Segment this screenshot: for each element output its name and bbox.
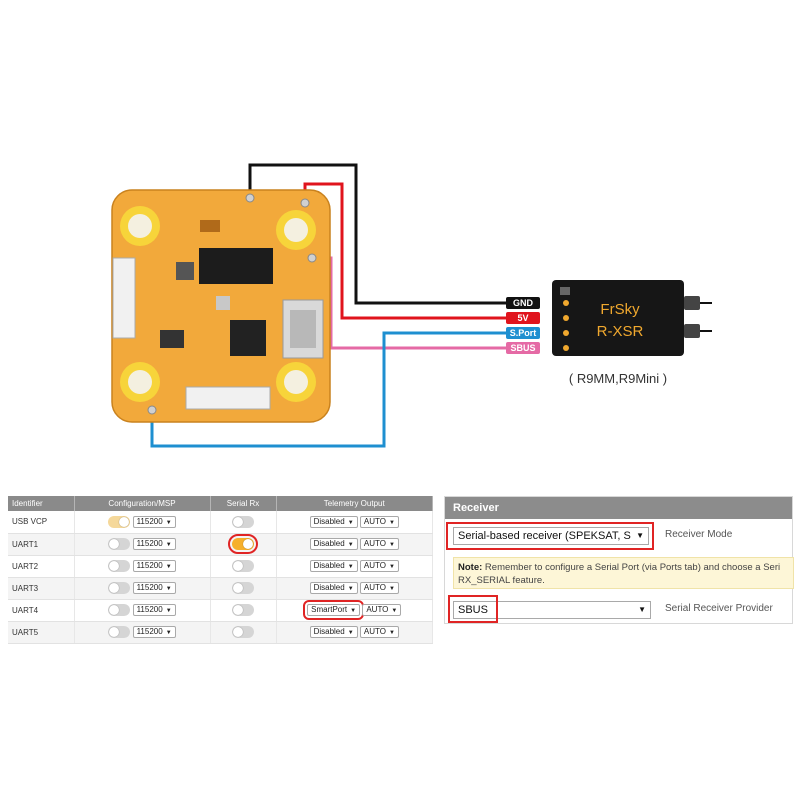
- receiver-brand: FrSky: [600, 301, 640, 318]
- receiver-mode-row: Serial-based receiver (SPEKSAT, S▼ Recei…: [445, 527, 792, 549]
- msp-baud-select[interactable]: 115200▼: [132, 626, 176, 638]
- port-row-uart1: UART1 115200▼ Disabled▼ AUTO▼: [8, 533, 433, 556]
- msp-baud-select[interactable]: 115200▼: [132, 582, 176, 594]
- highlight-box-provider: [448, 595, 498, 623]
- serial-rx-toggle[interactable]: [232, 604, 254, 616]
- receiver-mode-label: Receiver Mode: [665, 529, 733, 540]
- svg-text:S.Port: S.Port: [510, 328, 537, 338]
- msp-baud-select[interactable]: 115200▼: [132, 560, 176, 572]
- serial-rx-toggle[interactable]: [232, 560, 254, 572]
- telemetry-select[interactable]: Disabled▼: [309, 560, 358, 572]
- port-identifier: UART2: [8, 555, 75, 578]
- pin-label-gnd: GND: [506, 297, 540, 309]
- telemetry-baud-select[interactable]: AUTO▼: [359, 626, 399, 638]
- telemetry-baud-select[interactable]: AUTO▼: [359, 582, 399, 594]
- telemetry-baud-select[interactable]: AUTO▼: [359, 538, 399, 550]
- msp-toggle[interactable]: [108, 538, 131, 550]
- serial-rx-toggle[interactable]: [232, 515, 254, 528]
- serial-rx-toggle[interactable]: [232, 626, 254, 638]
- receiver-panel-title: Receiver: [445, 497, 792, 519]
- telemetry-select[interactable]: Disabled▼: [309, 515, 358, 528]
- receiver-mode-select[interactable]: Serial-based receiver (SPEKSAT, S▼: [453, 527, 649, 545]
- msp-baud-select[interactable]: 115200▼: [132, 604, 176, 616]
- chevron-down-icon: ▼: [636, 531, 644, 540]
- port-row-uart5: UART5 115200▼ Disabled▼ AUTO▼: [8, 621, 433, 644]
- receiver-note: Note: Remember to configure a Serial Por…: [453, 557, 794, 589]
- sport-wire: [150, 331, 516, 448]
- msp-baud-select[interactable]: 115200▼: [132, 538, 176, 550]
- serial-rx-toggle[interactable]: [228, 534, 258, 554]
- svg-text:5V: 5V: [517, 313, 528, 323]
- port-row-uart3: UART3 115200▼ Disabled▼ AUTO▼: [8, 577, 433, 600]
- receiver-module: FrSky R-XSR: [552, 280, 712, 356]
- port-identifier: UART1: [8, 533, 75, 556]
- telemetry-baud-select[interactable]: AUTO▼: [359, 515, 399, 528]
- telemetry-baud-select[interactable]: AUTO▼: [362, 604, 402, 616]
- chevron-down-icon: ▼: [638, 605, 646, 614]
- receiver-model: R-XSR: [597, 323, 644, 340]
- msp-toggle[interactable]: [108, 560, 131, 572]
- wiring-diagram: FrSky R-XSR ( R9MM,R9Mini ) GND 5V S.Por…: [111, 163, 712, 448]
- ports-table: Identifier Configuration/MSP Serial Rx T…: [8, 496, 433, 644]
- pin-label-sport: S.Port: [506, 327, 540, 339]
- svg-text:GND: GND: [513, 298, 534, 308]
- header-identifier: Identifier: [8, 496, 75, 511]
- note-text-line2: RX_SERIAL feature.: [458, 575, 545, 586]
- pin-label-sbus: SBUS: [506, 342, 540, 354]
- 5v-wire: [303, 182, 516, 320]
- flight-controller-board: [111, 189, 331, 423]
- serial-rx-toggle[interactable]: [232, 582, 254, 594]
- header-configuration-msp: Configuration/MSP: [74, 496, 211, 511]
- receiver-variants: ( R9MM,R9Mini ): [569, 371, 667, 386]
- highlight-box-mode: [446, 522, 654, 550]
- telemetry-select[interactable]: Disabled▼: [309, 626, 358, 638]
- telemetry-select[interactable]: Disabled▼: [309, 538, 358, 550]
- msp-toggle[interactable]: [108, 515, 131, 528]
- note-bold-label: Note:: [458, 562, 483, 573]
- msp-toggle[interactable]: [108, 604, 131, 616]
- header-serial-rx: Serial Rx: [210, 496, 277, 511]
- pin-label-5v: 5V: [506, 312, 540, 324]
- msp-toggle[interactable]: [108, 626, 131, 638]
- msp-baud-select[interactable]: 115200▼: [132, 515, 176, 528]
- header-telemetry-output: Telemetry Output: [276, 496, 433, 511]
- msp-toggle[interactable]: [108, 582, 131, 594]
- telemetry-baud-select[interactable]: AUTO▼: [359, 560, 399, 572]
- serial-provider-label: Serial Receiver Provider: [665, 603, 773, 614]
- port-identifier: UART3: [8, 577, 75, 600]
- port-row-uart2: UART2 115200▼ Disabled▼ AUTO▼: [8, 555, 433, 578]
- port-identifier: UART4: [8, 599, 75, 622]
- note-text: Remember to configure a Serial Port (via…: [484, 562, 781, 573]
- serial-provider-row: SBUS▼ Serial Receiver Provider: [445, 601, 792, 623]
- receiver-panel: Receiver Serial-based receiver (SPEKSAT,…: [444, 496, 794, 624]
- serial-provider-select[interactable]: SBUS▼: [453, 601, 651, 619]
- port-identifier: USB VCP: [8, 511, 75, 534]
- telemetry-select[interactable]: Disabled▼: [309, 582, 358, 594]
- port-row-uart4: UART4 115200▼ SmartPort▼ AUTO▼: [8, 599, 433, 622]
- svg-text:SBUS: SBUS: [510, 343, 535, 353]
- gnd-wire: [248, 163, 516, 305]
- port-identifier: UART5: [8, 621, 75, 644]
- port-row-usb-vcp: USB VCP 115200▼ Disabled▼ AUTO▼: [8, 511, 433, 534]
- telemetry-select[interactable]: SmartPort▼: [303, 600, 365, 620]
